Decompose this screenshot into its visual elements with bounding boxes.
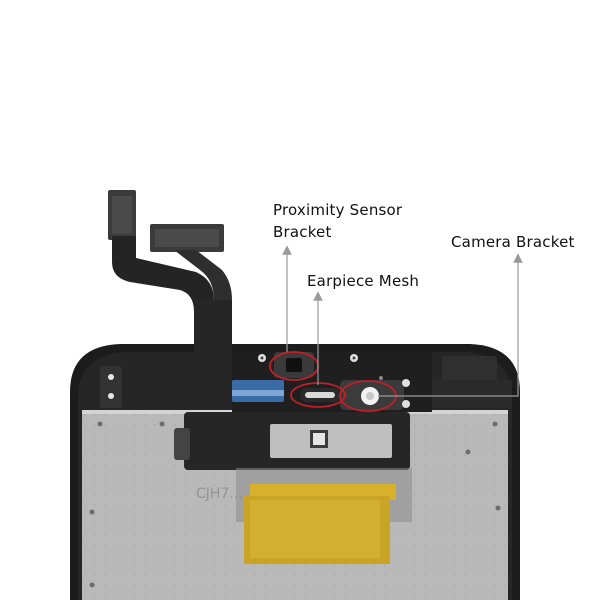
- camera-bracket-label: Camera Bracket: [451, 233, 575, 251]
- proximity-sensor-bracket-label: Proximity Sensor Bracket: [273, 201, 403, 241]
- camera-bracket: [340, 376, 410, 410]
- blue-component-stripe: [232, 390, 284, 396]
- leader-lines: [282, 245, 523, 397]
- camera-leader-line: [378, 253, 523, 397]
- flex-cable: [108, 190, 232, 410]
- proximity-sensor-bracket: [258, 352, 358, 378]
- earpiece-mesh: [300, 388, 340, 402]
- lcd-connector: [174, 412, 410, 470]
- screw-holes: [89, 421, 501, 588]
- kapton-tape: [244, 484, 396, 564]
- board-printed-text: CJH7...: [196, 486, 243, 502]
- earpiece-mesh-label: Earpiece Mesh: [307, 272, 420, 290]
